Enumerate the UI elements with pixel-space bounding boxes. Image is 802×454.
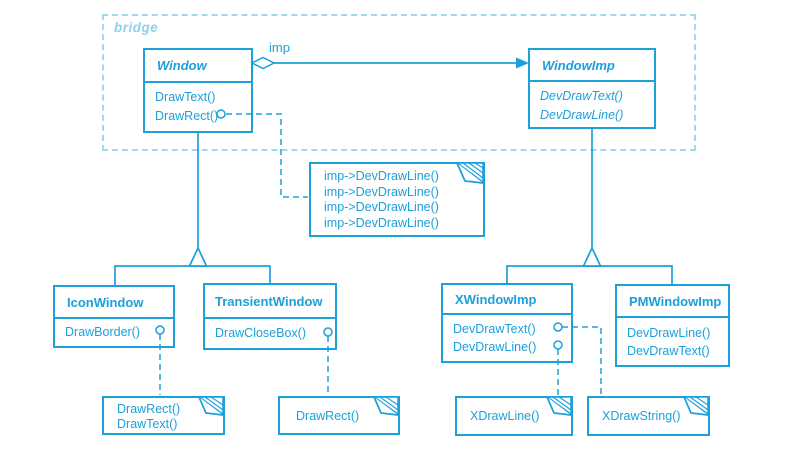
note-fold-icon — [372, 396, 399, 417]
bridge-boundary-frame: bridge — [102, 14, 696, 151]
class-xwindowimp: XWindowImp DevDrawText() DevDrawLine() — [441, 283, 573, 363]
inheritance-triangle-left-icon — [188, 246, 208, 267]
class-xwindowimp-methods: DevDrawText() DevDrawLine() — [443, 315, 571, 356]
method-devdrawtext: DevDrawText() — [540, 89, 623, 103]
method-xw-devdrawtext: DevDrawText() — [453, 322, 536, 336]
class-window: Window DrawText() DrawRect() — [143, 48, 253, 133]
method-pm-devdrawtext: DevDrawText() — [627, 344, 710, 358]
class-window-methods: DrawText() DrawRect() — [145, 83, 251, 126]
method-drawclosebox: DrawCloseBox() — [215, 326, 306, 340]
note-fold-icon — [682, 396, 709, 417]
method-devdrawline: DevDrawLine() — [540, 108, 624, 122]
class-iconwindow: IconWindow DrawBorder() — [53, 285, 175, 348]
note-xdrawline-text: XDrawLine() — [470, 409, 540, 423]
class-transientwindow-title: TransientWindow — [205, 285, 335, 319]
class-xwindowimp-title: XWindowImp — [443, 285, 571, 315]
class-pmwindowimp-methods: DevDrawLine() DevDrawText() — [617, 318, 728, 360]
class-iconwindow-methods: DrawBorder() — [55, 319, 173, 342]
method-pm-devdrawline: DevDrawLine() — [627, 326, 711, 340]
note-fold-icon — [455, 162, 484, 185]
bridge-boundary-label: bridge — [114, 20, 159, 35]
note-iconwindow-impl: DrawRect() DrawText() — [102, 396, 225, 435]
class-pmwindowimp-title: PMWindowImp — [617, 286, 728, 318]
note-xdrawline: XDrawLine() — [455, 396, 573, 436]
method-drawtext: DrawText() — [155, 90, 216, 104]
note-iconwindow-impl-text: DrawRect() DrawText() — [117, 402, 181, 431]
class-windowimp-title: WindowImp — [530, 50, 654, 82]
class-iconwindow-title: IconWindow — [55, 287, 173, 319]
class-transientwindow-methods: DrawCloseBox() — [205, 319, 335, 343]
method-drawrect: DrawRect() — [155, 109, 219, 123]
note-xdrawstring: XDrawString() — [587, 396, 710, 436]
note-xdrawstring-text: XDrawString() — [602, 409, 681, 423]
note-imp-devdrawline: imp->DevDrawLine() imp->DevDrawLine() im… — [309, 162, 485, 237]
method-drawborder: DrawBorder() — [65, 325, 141, 339]
note-fold-icon — [545, 396, 572, 417]
note-imp-devdrawline-text: imp->DevDrawLine() imp->DevDrawLine() im… — [324, 169, 439, 230]
class-transientwindow: TransientWindow DrawCloseBox() — [203, 283, 337, 350]
note-transientwindow-impl: DrawRect() — [278, 396, 400, 435]
method-xw-devdrawline: DevDrawLine() — [453, 340, 537, 354]
class-windowimp-methods: DevDrawText() DevDrawLine() — [530, 82, 654, 125]
aggregation-label-imp: imp — [269, 40, 290, 55]
inheritance-triangle-right-icon — [582, 246, 602, 267]
class-windowimp: WindowImp DevDrawText() DevDrawLine() — [528, 48, 656, 129]
class-window-title: Window — [145, 50, 251, 83]
class-pmwindowimp: PMWindowImp DevDrawLine() DevDrawText() — [615, 284, 730, 367]
note-fold-icon — [197, 396, 224, 417]
note-transientwindow-impl-text: DrawRect() — [296, 409, 360, 423]
